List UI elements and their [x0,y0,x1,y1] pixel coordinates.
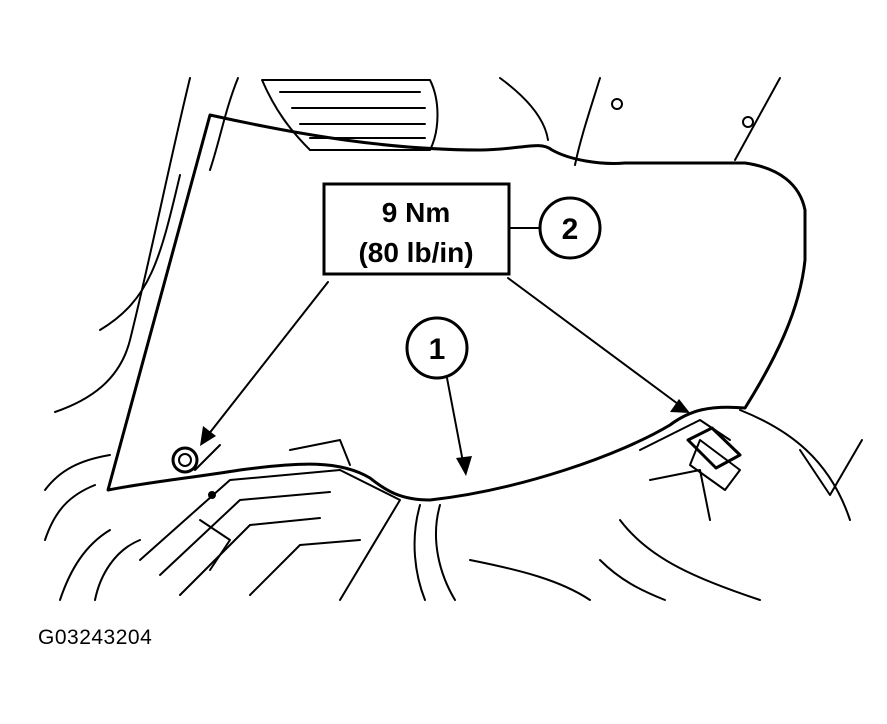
callout-2: 2 [538,196,602,260]
callout-1: 1 [405,316,469,380]
figure-id: G03243204 [38,626,153,649]
fastener-lower-right [686,426,742,470]
arrow-box-to-fastener-right [507,277,690,413]
vehicle-structure [44,77,863,601]
callout-1-number: 1 [429,333,446,366]
callout-2-number: 2 [562,213,579,246]
torque-nm-label: 9 Nm [382,197,450,228]
arrow-box-to-fastener-left [200,281,329,446]
torque-lbin-label: (80 lb/in) [358,237,473,268]
arrow-callout-1-to-shield [446,377,472,476]
torque-spec-box: 9 Nm (80 lb/in) [322,182,511,276]
splash-shield-outline [106,113,807,502]
fastener-lower-left [171,446,199,474]
